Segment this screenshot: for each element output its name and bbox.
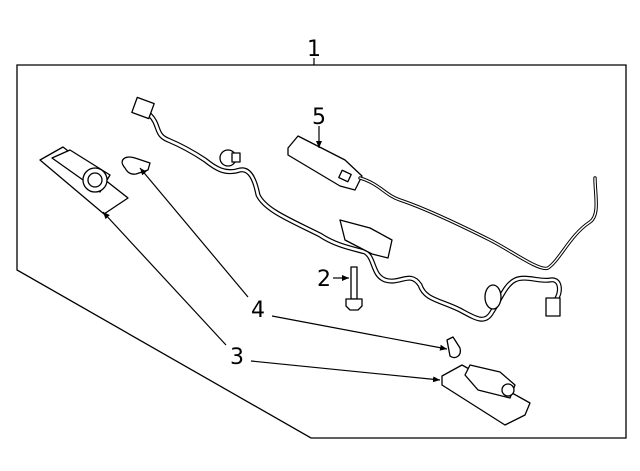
callout-3: 3 xyxy=(230,345,244,370)
license-lamp-right xyxy=(441,364,531,426)
callout-3-leader-right xyxy=(250,360,441,383)
callout-1: 1 xyxy=(307,37,321,62)
wiring-harness xyxy=(131,96,562,322)
bolt xyxy=(345,266,363,311)
callout-3-leader-left xyxy=(102,211,227,346)
license-lamp-left xyxy=(39,146,129,215)
callout-4-leader-right xyxy=(271,315,448,351)
bulb-left xyxy=(121,156,151,175)
callout-4-leader-left xyxy=(139,167,249,298)
trunk-switch xyxy=(287,135,598,271)
callout-4: 4 xyxy=(251,298,265,323)
callout-2: 2 xyxy=(317,267,331,292)
callout-5: 5 xyxy=(312,105,326,130)
bulb-right xyxy=(446,336,461,359)
assembly-outline xyxy=(16,64,627,439)
